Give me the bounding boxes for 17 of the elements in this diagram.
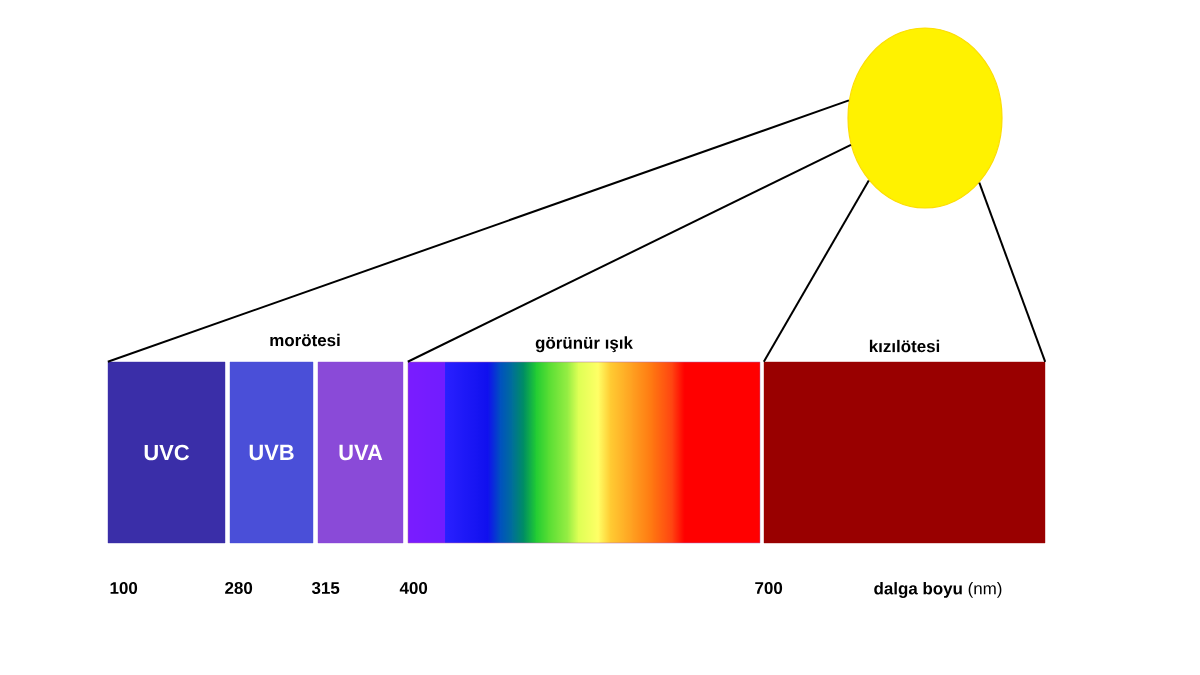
line bbox=[406, 143, 852, 363]
tick-label: 280 bbox=[225, 582, 253, 594]
band-label: morötesi bbox=[270, 333, 340, 347]
line bbox=[978, 181, 1047, 363]
band-label: UVA bbox=[339, 444, 383, 461]
band-label: UVB bbox=[249, 444, 294, 461]
tick-label: 315 bbox=[311, 582, 340, 594]
band-label: görünür ışık bbox=[535, 336, 633, 353]
tick-label: 400 bbox=[399, 582, 428, 594]
band-label: kızılötesi bbox=[869, 339, 940, 353]
band-label: UVC bbox=[144, 444, 190, 461]
sun bbox=[847, 27, 1003, 209]
tick-label: 700 bbox=[755, 582, 783, 594]
line bbox=[762, 179, 870, 363]
axis-label: dalga boyu (nm) bbox=[874, 582, 1002, 598]
line bbox=[106, 99, 850, 363]
tick-label: 100 bbox=[110, 582, 138, 594]
